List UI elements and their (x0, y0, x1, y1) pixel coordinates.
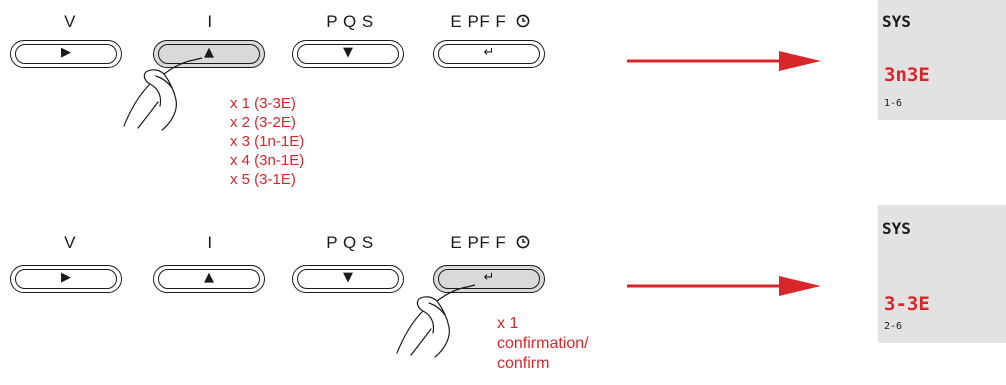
press-count-item: x 3 (1n-1E) (230, 133, 305, 150)
press-count-item: x 5 (3-1E) (230, 171, 296, 188)
display-value: 3n3E (884, 64, 930, 86)
press-count-item: x 4 (3n-1E) (230, 152, 305, 169)
lcd-display-1: SYS 3n3E 1-6 (878, 0, 1006, 120)
button-epff[interactable]: ↵ (433, 265, 545, 293)
lcd-display-2: SYS 3-3E 2-6 (878, 205, 1006, 343)
display-title: SYS (882, 12, 911, 31)
button-label-epff: E PF F (430, 233, 550, 253)
down-triangle-icon: ▼ (343, 45, 353, 60)
right-arrow-icon (627, 276, 821, 296)
pointing-hand-icon (396, 284, 476, 358)
button-label-epff-text: E PF F (450, 233, 507, 252)
display-page: 1-6 (884, 98, 903, 109)
button-label-pqs: P Q S (326, 233, 374, 252)
down-triangle-icon: ▼ (343, 270, 353, 285)
press-count-item: confirm (497, 355, 550, 372)
display-page: 2-6 (884, 321, 903, 332)
enter-return-icon: ↵ (483, 45, 495, 60)
press-count-item: x 1 (3-3E) (230, 95, 296, 112)
button-pqs[interactable]: ▼ (292, 40, 404, 68)
display-title: SYS (882, 219, 911, 238)
play-icon: ▶ (61, 45, 71, 60)
up-triangle-icon: ▲ (204, 270, 214, 285)
play-icon: ▶ (61, 270, 71, 285)
button-label-pqs: P Q S (326, 12, 374, 31)
up-triangle-icon: ▲ (204, 45, 214, 60)
button-label-i: I (207, 12, 213, 31)
button-label-v: V (64, 233, 76, 252)
press-count-item: x 1 (497, 315, 519, 332)
press-count-list: x 1 confirmation/ confirm (497, 314, 589, 374)
press-count-list: x 1 (3-3E) x 2 (3-2E) x 3 (1n-1E) x 4 (3… (230, 94, 304, 189)
enter-return-icon: ↵ (483, 270, 495, 285)
button-v[interactable]: ▶ (10, 265, 122, 293)
button-v[interactable]: ▶ (10, 40, 122, 68)
display-value: 3-3E (884, 293, 930, 315)
button-label-epff-text: E PF F (450, 12, 507, 31)
button-epff[interactable]: ↵ (433, 40, 545, 68)
button-label-i: I (207, 233, 213, 252)
button-label-epff: E PF F (430, 12, 550, 32)
step-row-2: V I P Q S E PF F ▶ ▲ ▼ ↵ x 1 confirmatio… (0, 205, 1006, 385)
button-label-v: V (64, 12, 76, 31)
step-row-1: V I P Q S E PF F ▶ ▲ ▼ ↵ x 1 (3-3E) x 2 … (0, 0, 1006, 188)
press-count-item: confirmation/ (497, 335, 589, 352)
press-count-item: x 2 (3-2E) (230, 114, 296, 131)
right-arrow-icon (627, 51, 821, 71)
clock-icon (516, 235, 529, 249)
button-i[interactable]: ▲ (153, 265, 265, 293)
pointing-hand-icon (123, 57, 203, 131)
button-i[interactable]: ▲ (153, 40, 265, 68)
button-pqs[interactable]: ▼ (292, 265, 404, 293)
clock-icon (516, 14, 529, 28)
